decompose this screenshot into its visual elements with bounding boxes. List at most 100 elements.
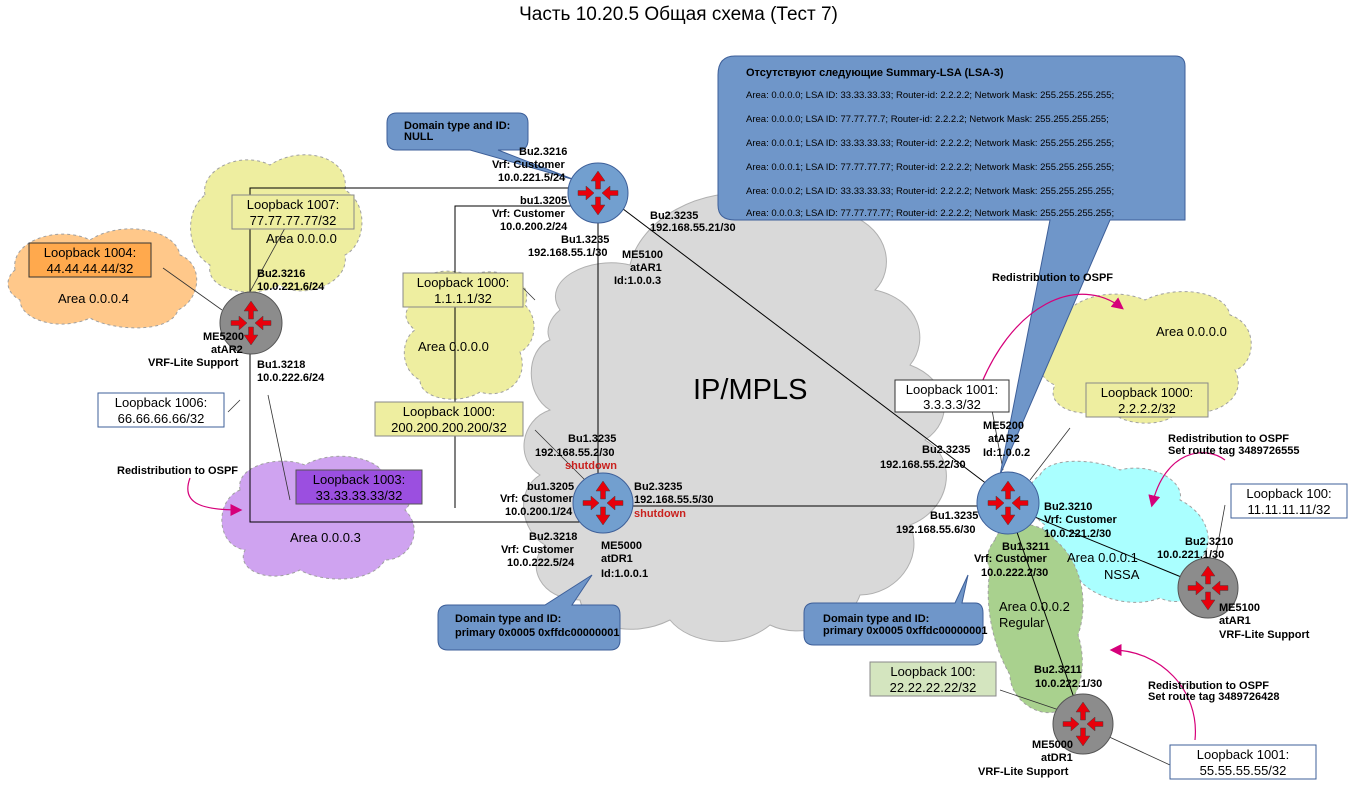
if-dr1-bu1-3235: Bu1.3235 bbox=[568, 433, 616, 445]
if-ar1-bu2-3235: Bu2.3235 bbox=[650, 210, 698, 222]
if-dr1-bu1-3205: bu1.3205 bbox=[527, 481, 574, 493]
area-label-0-left: Area 0.0.0.0 bbox=[266, 231, 337, 246]
redistribution-bottom-2: Set route tag 3489726428 bbox=[1148, 691, 1279, 703]
lsa-line: Area: 0.0.0.2; LSA ID: 33.33.33.33; Rout… bbox=[746, 186, 1114, 197]
if-dr1-bu2-3218: Bu2.3218 bbox=[529, 531, 577, 543]
router-dr1-bottom[interactable] bbox=[1052, 693, 1114, 755]
loopback-1000-mid-addr: 1.1.1.1/32 bbox=[434, 291, 492, 306]
links bbox=[249, 187, 1209, 725]
if-ar1-bu1-3205: bu1.3205 bbox=[520, 195, 567, 207]
page-title: Часть 10.20.5 Общая схема (Тест 7) bbox=[519, 4, 838, 25]
pointer-lines bbox=[162, 227, 1226, 766]
loopback-boxes: Loopback 1004: 44.44.44.44/32 Loopback 1… bbox=[28, 194, 1348, 780]
if-ar2l-bu1-3218: Bu1.3218 bbox=[257, 359, 305, 371]
loopback-1004-addr: 44.44.44.44/32 bbox=[47, 261, 134, 276]
lsa-line: Area: 0.0.0.1; LSA ID: 33.33.33.33; Rout… bbox=[746, 138, 1114, 149]
loopback-1003-addr: 33.33.33.33/32 bbox=[316, 488, 403, 503]
router-ar2-right-name: atAR2 bbox=[988, 433, 1020, 445]
loopback-1003-title: Loopback 1003: bbox=[313, 472, 406, 487]
router-dr1-bottom-name: atDR1 bbox=[1041, 752, 1073, 764]
area-label-1: Area 0.0.0.1 bbox=[1067, 550, 1138, 565]
domain-null-line2: NULL bbox=[404, 131, 434, 143]
loopback-1001-dr1: Loopback 1001: 55.55.55.55/32 bbox=[1169, 744, 1317, 780]
router-ar1-right-feature: VRF-Lite Support bbox=[1219, 629, 1310, 641]
if-dr1b-bu2-3211-ip: 10.0.222.1/30 bbox=[1035, 678, 1102, 690]
redistribution-right-1: Redistribution to OSPF bbox=[1168, 433, 1289, 445]
domain-dr1-line1: Domain type and ID: bbox=[455, 613, 561, 625]
if-dr1-bu2-3235: Bu2.3235 bbox=[634, 481, 682, 493]
if-ar2r-bu2-3235: Bu2.3235 bbox=[922, 444, 970, 456]
if-ar2r-bu1-3235-ip: 192.168.55.6/30 bbox=[896, 524, 976, 536]
if-ar1-bu1-3235-ip: 192.168.55.1/30 bbox=[528, 247, 608, 259]
area-label-2: Area 0.0.0.2 bbox=[999, 599, 1070, 614]
lsa-callout: Отсутствуют следующие Summary-LSA (LSA-3… bbox=[717, 55, 1186, 476]
router-dr1-id: Id:1.0.0.1 bbox=[601, 568, 648, 580]
router-ar2-left-feature: VRF-Lite Support bbox=[148, 357, 239, 369]
area-label-2-type: Regular bbox=[999, 615, 1045, 630]
redistribution-right-2: Set route tag 3489726555 bbox=[1168, 445, 1299, 457]
if-ar2l-bu2-3216-ip: 10.0.221.6/24 bbox=[257, 281, 325, 293]
redistribution-left: Redistribution to OSPF bbox=[117, 465, 238, 477]
area-label-3: Area 0.0.0.3 bbox=[290, 530, 361, 545]
loopback-1001-ar2: Loopback 1001: 3.3.3.3/32 bbox=[894, 379, 1010, 413]
router-labels: ME5100 atAR1 Id:1.0.0.3 ME5200 atAR2 VRF… bbox=[148, 249, 1310, 778]
if-dr1-bu2-3235-ip: 192.168.55.5/30 bbox=[634, 494, 714, 506]
router-ar1-right[interactable] bbox=[1177, 557, 1239, 619]
router-ar2-right-model: ME5200 bbox=[983, 420, 1024, 432]
loopback-1001-ar2-title: Loopback 1001: bbox=[906, 382, 999, 397]
loopback-1000-mid-title: Loopback 1000: bbox=[417, 275, 510, 290]
loopback-1000-dr1-title: Loopback 1000: bbox=[403, 404, 496, 419]
router-ar2-left[interactable] bbox=[219, 291, 283, 355]
if-ar1-bu2-3235-ip: 192.168.55.21/30 bbox=[650, 222, 736, 234]
redistribution-bottom-1: Redistribution to OSPF bbox=[1148, 680, 1269, 692]
loopback-100-ar1-title: Loopback 100: bbox=[1246, 486, 1331, 501]
loopback-100-dr1-addr: 22.22.22.22/32 bbox=[890, 680, 977, 695]
if-ar2r-bu2-3210: Bu2.3210 bbox=[1044, 501, 1092, 513]
router-dr1-bottom-feature: VRF-Lite Support bbox=[978, 766, 1069, 778]
area-label-1-type: NSSA bbox=[1104, 567, 1140, 582]
area-label-4: Area 0.0.0.4 bbox=[58, 291, 129, 306]
loopback-1003: Loopback 1003: 33.33.33.33/32 bbox=[295, 469, 423, 505]
router-ar2-right[interactable] bbox=[976, 471, 1040, 535]
loopback-100-ar1-addr: 11.11.11.11/32 bbox=[1248, 502, 1331, 517]
if-ar2l-bu2-3216: Bu2.3216 bbox=[257, 268, 305, 280]
loopback-1000-ar2-title: Loopback 1000: bbox=[1101, 385, 1194, 400]
if-dr1-bu1-3205-ip: 10.0.200.1/24 bbox=[505, 506, 573, 518]
domain-dr1-line2: primary 0x0005 0xffdc00000001 bbox=[455, 627, 620, 639]
redistribution-labels: Redistribution to OSPF Redistribution to… bbox=[117, 272, 1299, 703]
lsa-line: Area: 0.0.0.3; LSA ID: 77.77.77.77; Rout… bbox=[746, 208, 1114, 219]
router-ar2-left-name: atAR2 bbox=[211, 344, 243, 356]
domain-null-line1: Domain type and ID: bbox=[404, 120, 510, 132]
router-ar2-left-model: ME5200 bbox=[203, 331, 244, 343]
loopback-1006-title: Loopback 1006: bbox=[115, 395, 208, 410]
loopback-1006-addr: 66.66.66.66/32 bbox=[118, 411, 205, 426]
area-label-0-right: Area 0.0.0.0 bbox=[1156, 324, 1227, 339]
lsa-line: Area: 0.0.0.0; LSA ID: 33.33.33.33; Rout… bbox=[746, 90, 1114, 101]
area-label-0-mid: Area 0.0.0.0 bbox=[418, 339, 489, 354]
if-ar1-bu2-3216-ip: 10.0.221.5/24 bbox=[498, 172, 566, 184]
if-dr1-bu2-3218-vrf: Vrf: Customer bbox=[501, 544, 574, 556]
if-dr1-bu1-3235-shutdown: shutdown bbox=[565, 460, 617, 472]
loopback-1001-ar2-addr: 3.3.3.3/32 bbox=[923, 397, 981, 412]
router-ar1-name: atAR1 bbox=[630, 262, 662, 274]
router-ar2-right-id: Id:1.0.0.2 bbox=[983, 447, 1030, 459]
if-ar2r-bu1-3235: Bu1.3235 bbox=[930, 510, 978, 522]
loopback-1000-ar2-addr: 2.2.2.2/32 bbox=[1118, 401, 1176, 416]
if-ar2r-bu1-3211: Bu1.3211 bbox=[1002, 541, 1050, 553]
if-dr1-bu2-3235-shutdown: shutdown bbox=[634, 508, 686, 520]
core-label: IP/MPLS bbox=[693, 374, 807, 406]
loopback-100-ar1: Loopback 100: 11.11.11.11/32 bbox=[1230, 483, 1348, 519]
if-dr1b-bu2-3211: Bu2.3211 bbox=[1034, 664, 1082, 676]
lsa-heading: Отсутствуют следующие Summary-LSA (LSA-3… bbox=[746, 67, 1004, 79]
router-dr1-name: atDR1 bbox=[601, 553, 633, 565]
loopback-100-dr1: Loopback 100: 22.22.22.22/32 bbox=[869, 661, 997, 697]
loopback-1004: Loopback 1004: 44.44.44.44/32 bbox=[28, 242, 152, 278]
if-ar2r-bu2-3210-ip: 10.0.221.2/30 bbox=[1044, 528, 1111, 540]
router-ar1[interactable] bbox=[567, 162, 629, 224]
router-dr1[interactable] bbox=[572, 472, 634, 534]
if-ar1r-bu2-3210: Bu2.3210 bbox=[1185, 536, 1233, 548]
redistribution-top-right: Redistribution to OSPF bbox=[992, 272, 1113, 284]
domain-ar2-line2: primary 0x0005 0xffdc00000001 bbox=[823, 625, 988, 637]
area-cloud-2 bbox=[987, 523, 1084, 714]
interface-labels: Bu2.3216 Vrf: Customer 10.0.221.5/24 bu1… bbox=[257, 146, 1233, 690]
